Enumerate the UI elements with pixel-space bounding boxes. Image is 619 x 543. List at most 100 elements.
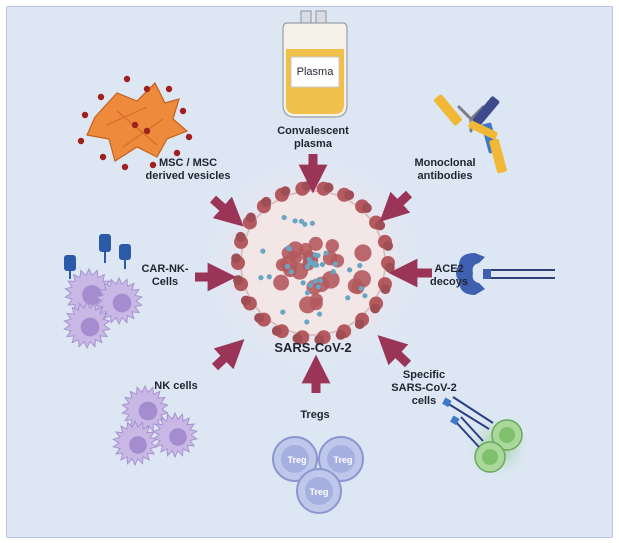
- vesicle-dot: [97, 93, 105, 101]
- rna-dot: [298, 218, 305, 224]
- rna-dot: [304, 290, 311, 296]
- spike-protein: [256, 196, 272, 214]
- vesicle-dot: [123, 75, 131, 83]
- inner-spike: [287, 241, 304, 258]
- rna-dot: [323, 250, 329, 256]
- vesicle-dot: [185, 133, 193, 141]
- virus-particle: [201, 151, 425, 375]
- spike-protein: [314, 330, 331, 345]
- plasma-bag-icon: [282, 10, 348, 118]
- vesicle-dot: [149, 161, 157, 169]
- rna-dot: [357, 262, 363, 269]
- spike-protein: [274, 186, 291, 202]
- vesicle-dot: [77, 137, 85, 145]
- rna-dot: [306, 256, 312, 262]
- rna-dot: [314, 262, 320, 268]
- immune-cell: [63, 300, 111, 350]
- arrow-specific: [377, 335, 412, 368]
- arrows-group: [195, 154, 432, 393]
- arrow-msc: [209, 195, 244, 227]
- rna-dot: [292, 218, 298, 224]
- rna-dot: [309, 220, 315, 226]
- inner-spike: [299, 296, 317, 314]
- vesicle-dot: [121, 163, 129, 171]
- vesicle-dot: [143, 127, 151, 135]
- rna-dot: [307, 282, 314, 288]
- rna-dot: [304, 319, 310, 325]
- rna-dot: [312, 252, 318, 258]
- treg-cell-label: Treg: [287, 455, 306, 465]
- center-label: SARS-CoV-2: [274, 340, 352, 355]
- msc-cells-icon: [77, 75, 193, 171]
- spike-protein: [354, 312, 370, 330]
- inner-spike: [325, 239, 340, 253]
- rna-dot: [362, 293, 368, 299]
- inner-spike: [308, 236, 323, 251]
- spike-protein: [234, 231, 249, 249]
- vesicle-dot: [81, 111, 89, 119]
- antibodies-icon: [434, 94, 507, 174]
- vesicle-dot: [143, 85, 151, 93]
- vesicle-dot: [165, 85, 173, 93]
- spike-protein: [240, 295, 257, 311]
- spike-protein: [377, 277, 392, 295]
- spike-protein: [292, 330, 310, 345]
- specific-t-cells-icon: [442, 396, 532, 481]
- spike-protein: [337, 187, 355, 202]
- label-tregs: Tregs: [300, 409, 330, 421]
- inner-spike: [273, 274, 290, 291]
- rna-dot: [312, 278, 318, 284]
- spike-protein: [335, 324, 352, 340]
- spike-protein: [271, 324, 289, 339]
- spike-protein: [242, 212, 257, 230]
- rna-dot: [260, 248, 266, 254]
- ace2-decoy-icon: [456, 253, 555, 295]
- rna-dot: [258, 275, 264, 281]
- rna-dot: [319, 261, 326, 268]
- rna-dot: [345, 295, 351, 301]
- immune-cell: [152, 411, 198, 459]
- arrow-nk: [211, 339, 245, 371]
- nk-cells-icon: [112, 384, 198, 467]
- spike-protein: [369, 296, 384, 314]
- diagram-artwork: Treg Treg Treg: [63, 10, 555, 514]
- rna-dot: [266, 274, 272, 280]
- immune-cell: [95, 276, 143, 326]
- immune-cell: [112, 419, 158, 467]
- rna-dot: [332, 261, 338, 267]
- rna-dot: [304, 264, 311, 270]
- rna-dot: [281, 214, 287, 221]
- arrow-monoclonal: [379, 190, 413, 222]
- rna-dot: [288, 269, 294, 275]
- immune-cell: [121, 384, 169, 434]
- rna-dot: [280, 309, 286, 315]
- car-nk-cells-icon: [63, 234, 143, 350]
- rna-dot: [285, 245, 291, 251]
- vesicle-dot: [179, 107, 187, 115]
- rna-dot: [346, 267, 353, 273]
- rna-dot: [317, 277, 323, 283]
- inner-spike: [354, 244, 372, 262]
- vesicle-dot: [131, 121, 139, 129]
- spike-protein: [377, 234, 394, 251]
- vesicle-dot: [173, 149, 181, 157]
- rna-dot: [358, 285, 364, 292]
- rna-dot: [302, 221, 308, 227]
- spike-protein: [355, 199, 372, 214]
- treg-cell-label: Treg: [333, 455, 352, 465]
- rna-dot: [315, 284, 321, 290]
- plasma-bag-label: Plasma: [296, 66, 334, 78]
- rna-dot: [284, 263, 291, 270]
- vesicle-dot: [99, 153, 107, 161]
- spike-protein: [254, 312, 271, 327]
- rna-dot: [316, 311, 323, 317]
- treg-cell-label: Treg: [309, 487, 328, 497]
- label-car-nk: CAR-NK-Cells: [141, 263, 189, 288]
- label-nk-cells: NK cells: [154, 380, 198, 392]
